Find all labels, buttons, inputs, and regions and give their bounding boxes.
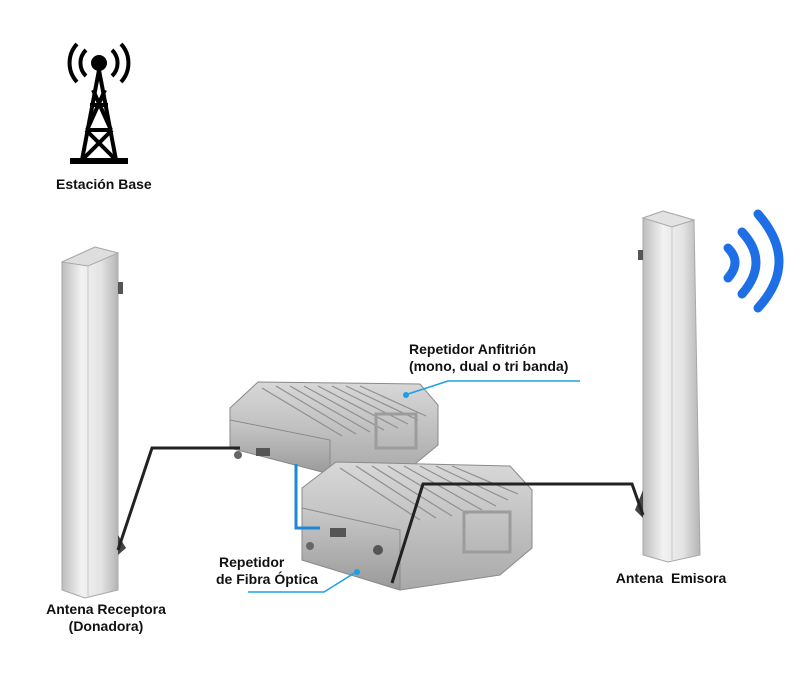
host-repeater-label-line2: (mono, dual o tri banda) (409, 358, 569, 374)
base-station-label: Estación Base (56, 176, 152, 192)
host-repeater-label-line1: Repetidor Anfitrión (409, 341, 537, 357)
cable-transmitter (390, 482, 645, 584)
fiber-optic-repeater (301, 461, 533, 591)
transmitter-antenna (635, 210, 701, 563)
receiver-antenna-label-line2: (Donadora) (68, 618, 144, 634)
host-repeater (229, 381, 439, 475)
receiver-antenna-label-line1: Antena Receptora (46, 601, 166, 617)
fiber-link (294, 464, 320, 530)
callout-host-repeater (403, 380, 580, 398)
cell-tower-icon (67, 42, 131, 164)
transmitter-antenna-label: Antena Emisora (615, 570, 727, 586)
callout-fiber-repeater (248, 569, 360, 593)
cable-receiver (116, 446, 240, 551)
fiber-repeater-label-line2: de Fibra Óptica (216, 571, 318, 587)
receiver-antenna (60, 246, 126, 599)
signal-waves-icon (723, 209, 784, 313)
fiber-repeater-label-line1: Repetidor (219, 554, 285, 570)
